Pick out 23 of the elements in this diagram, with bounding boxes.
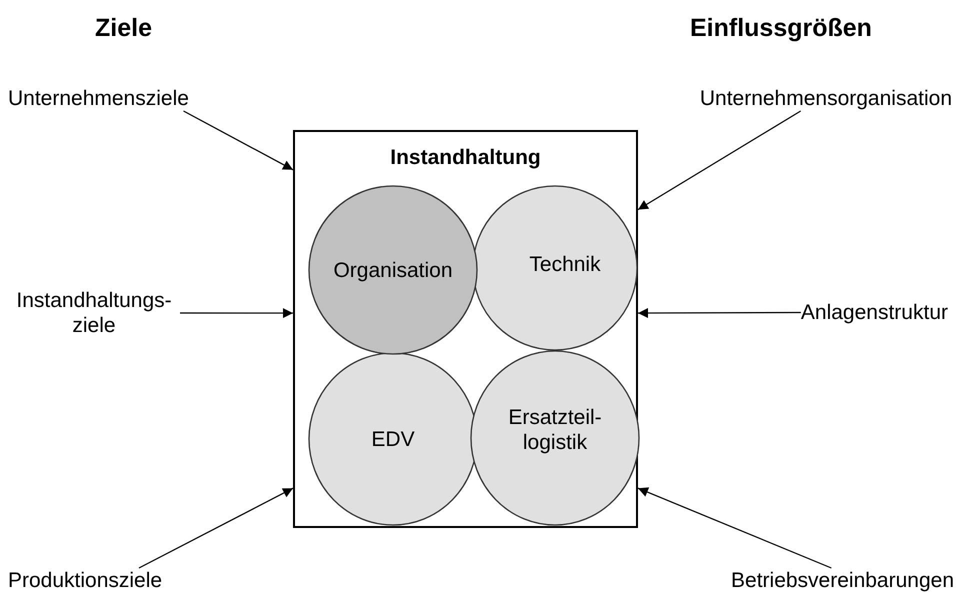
circle-label: Technik bbox=[528, 252, 602, 276]
influence-label: Produktionsziele bbox=[8, 568, 162, 593]
circle-label: Organisation bbox=[332, 258, 454, 282]
circle-label: Ersatzteil-logistik bbox=[507, 405, 603, 455]
circle-segment bbox=[470, 350, 640, 526]
frame-box bbox=[293, 130, 638, 528]
circle-segment bbox=[472, 185, 638, 351]
influence-label: Unternehmensorganisation bbox=[700, 86, 952, 111]
arrow bbox=[638, 308, 801, 318]
influence-label: Betriebsvereinbarungen bbox=[731, 568, 954, 593]
column-heading: Ziele bbox=[95, 14, 152, 43]
arrow bbox=[138, 488, 294, 569]
circle-label: EDV bbox=[370, 426, 416, 452]
arrow bbox=[638, 487, 832, 569]
arrow bbox=[180, 308, 293, 318]
circle-segment bbox=[308, 185, 478, 355]
influence-label: Unternehmensziele bbox=[8, 86, 189, 111]
column-heading: Einflussgrößen bbox=[690, 14, 872, 43]
influence-label: Instandhaltungs-ziele bbox=[8, 288, 180, 338]
arrow bbox=[183, 110, 294, 170]
influence-label: Anlagenstruktur bbox=[800, 300, 948, 325]
frame-title: Instandhaltung bbox=[390, 146, 541, 170]
arrow bbox=[638, 110, 802, 210]
